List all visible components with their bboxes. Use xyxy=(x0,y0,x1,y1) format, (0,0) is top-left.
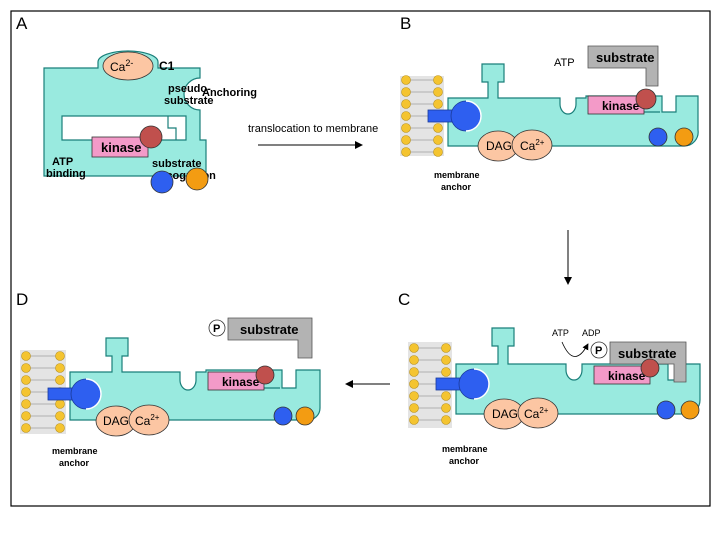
substrate-label-b: substrate xyxy=(596,50,655,65)
panel-a-letter: A xyxy=(16,14,28,33)
ca-ion-b xyxy=(511,129,553,161)
panel-d: D kinase substrate P DAG Ca2+ membrane a… xyxy=(16,290,321,468)
adp-label-c: ADP xyxy=(582,328,601,338)
membrane-label-b-1: membrane xyxy=(434,170,480,180)
anchoring-label: Anchoring xyxy=(202,87,257,99)
substrate-b xyxy=(587,45,659,87)
ca-ion-c xyxy=(517,397,559,429)
ca-ion-a-label: Ca2- xyxy=(110,58,133,74)
pkc-active-body-d xyxy=(69,337,321,421)
phospho-label-d: P xyxy=(213,323,220,335)
panel-b-letter: B xyxy=(400,14,411,33)
pkc-inactive-body xyxy=(43,50,207,177)
orange-ball-d xyxy=(295,406,315,426)
membrane-label-d-1: membrane xyxy=(52,446,98,456)
ca-label-c: Ca2+ xyxy=(524,406,549,421)
kinase-label-c: kinase xyxy=(608,369,646,383)
phospho-c xyxy=(590,341,608,359)
blue-ball-c xyxy=(656,400,676,420)
pseudo-label-2: substrate xyxy=(164,95,214,107)
atp-label-b: ATP xyxy=(554,57,575,69)
kinase-label-a: kinase xyxy=(101,140,141,155)
panel-d-letter: D xyxy=(16,290,28,309)
dag-label-c: DAG xyxy=(492,407,518,421)
red-ball-d xyxy=(255,365,275,385)
dag-label-b: DAG xyxy=(486,139,512,153)
membrane-label-c-1: membrane xyxy=(442,444,488,454)
pseudo-label-1: pseudo- xyxy=(168,83,211,95)
kinase-label-b: kinase xyxy=(602,99,640,113)
dag-label-d: DAG xyxy=(103,414,129,428)
red-ball-a xyxy=(139,125,163,149)
membrane-label-d-2: anchor xyxy=(59,458,90,468)
orange-ball-b xyxy=(674,127,694,147)
phospho-label-c: P xyxy=(595,345,602,357)
kinase-label-d: kinase xyxy=(222,375,260,389)
panel-a: A Ca2- C1 pseudo- substrate Anchoring ki… xyxy=(16,14,257,194)
translocation-label: translocation to membrane xyxy=(248,123,378,135)
red-ball-b xyxy=(635,88,657,110)
outer-frame xyxy=(10,10,711,507)
membrane-label-b-2: anchor xyxy=(441,182,472,192)
atp-to-adp-arrow xyxy=(561,341,589,357)
ca-ion-d xyxy=(128,404,170,436)
panel-c: C substrate kinase P ATP ADP DAG Ca2+ me… xyxy=(398,290,701,466)
red-ball-c xyxy=(640,358,660,378)
blue-ball-b xyxy=(648,127,668,147)
blue-ball-a xyxy=(150,170,174,194)
panel-b: B kinase DAG Ca2+ ATP substrate membrane… xyxy=(400,14,699,192)
phospho-d xyxy=(208,319,226,337)
ca-label-d: Ca2+ xyxy=(135,413,160,428)
orange-ball-c xyxy=(680,400,700,420)
ca-label-b: Ca2+ xyxy=(520,138,545,153)
membrane-label-c-2: anchor xyxy=(449,456,480,466)
ca-ion-a xyxy=(102,51,154,81)
atp-binding-label-2: binding xyxy=(46,168,86,180)
substrate-rec-label-1: substrate xyxy=(152,158,202,170)
blue-ball-d xyxy=(273,406,293,426)
translocation-arrow: translocation to membrane xyxy=(248,123,378,149)
pkc-active-body-b xyxy=(447,63,699,147)
substrate-d xyxy=(227,317,313,359)
substrate-label-c: substrate xyxy=(618,346,677,361)
substrate-label-d: substrate xyxy=(240,322,299,337)
atp-label-c: ATP xyxy=(552,328,569,338)
atp-binding-label-1: ATP xyxy=(52,156,73,168)
orange-ball-a xyxy=(185,167,209,191)
panel-c-letter: C xyxy=(398,290,410,309)
c1-label: C1 xyxy=(159,59,175,73)
